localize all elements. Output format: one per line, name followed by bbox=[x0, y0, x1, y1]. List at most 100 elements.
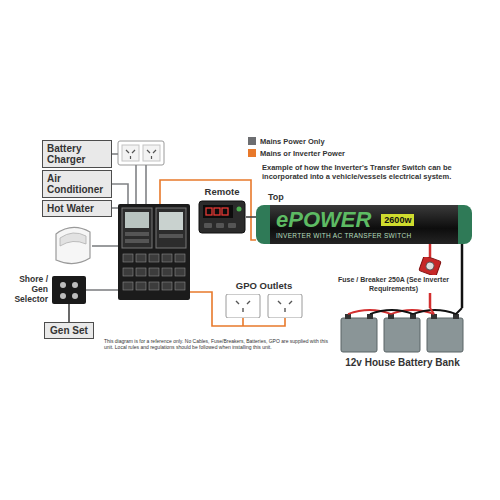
mains-only-wire-part bbox=[136, 165, 146, 204]
breaker-label: Fuse / Breaker 250A (See Inverter Requir… bbox=[335, 275, 452, 293]
remote-display-part-part bbox=[237, 207, 242, 212]
battery-bank-part-part-part bbox=[410, 314, 416, 319]
switch-panel-part-part bbox=[162, 254, 172, 262]
power-outlets-part bbox=[222, 294, 306, 318]
shore-inlet-part bbox=[56, 227, 90, 263]
node-gpo: GPO Outlets bbox=[222, 294, 306, 318]
switch-panel-part-part bbox=[175, 268, 185, 276]
switch-panel-part-part bbox=[136, 268, 146, 276]
mains-only-wire-part bbox=[92, 245, 118, 247]
selector-switch-part-part bbox=[52, 276, 86, 304]
battery-bank-part-part-part bbox=[388, 314, 394, 319]
remote-display-part-part bbox=[228, 223, 236, 228]
battery-bank-part-part-part bbox=[345, 314, 351, 319]
switch-panel-part-part bbox=[162, 268, 172, 276]
selector-switch-part-part bbox=[60, 293, 66, 299]
breaker-symbol-part-part-part bbox=[419, 257, 441, 275]
node-fuse: Fuse / Breaker 250A (See Inverter Requir… bbox=[335, 257, 452, 293]
outlets-heading: GPO Outlets bbox=[202, 280, 326, 291]
remote-display-part-part bbox=[214, 208, 220, 215]
power-rating-badge: 2600w bbox=[381, 214, 414, 226]
selector-heading: Shore / Gen Selector bbox=[2, 274, 48, 304]
battery-label: 12v House Battery Bank bbox=[335, 354, 470, 369]
switch-panel-part-part bbox=[136, 254, 146, 262]
equipment-box: Hot Water bbox=[42, 200, 112, 217]
box-label: Gen Set bbox=[49, 325, 89, 336]
selector-switch-part-part bbox=[72, 293, 78, 299]
power-outlets-part-part bbox=[226, 294, 260, 318]
remote-display-part-part bbox=[222, 208, 228, 215]
mains-only-wire-part bbox=[112, 207, 118, 209]
mains-only-wire-part bbox=[112, 153, 118, 155]
breaker-symbol-part bbox=[335, 257, 452, 275]
battery-bank-part-part bbox=[345, 314, 459, 319]
remote-display-part bbox=[198, 200, 246, 234]
power-outlets-part-part bbox=[268, 294, 302, 318]
legend-text: Mains or Inverter Power bbox=[260, 149, 345, 158]
box-label: Battery Charger bbox=[47, 143, 107, 165]
power-outlets bbox=[222, 294, 306, 318]
switch-panel-part bbox=[125, 212, 149, 228]
switch-panel-part bbox=[159, 234, 183, 238]
node-battery: 12v House Battery Bank bbox=[335, 308, 470, 369]
selector-switch-part-part bbox=[60, 282, 66, 288]
charger-outlet bbox=[118, 141, 164, 165]
battery-bank-part bbox=[335, 308, 470, 354]
view-label: Top bbox=[268, 192, 284, 203]
switch-panel-part-part bbox=[149, 282, 159, 290]
switch-panel-part-part bbox=[136, 282, 146, 290]
switch-panel-part bbox=[159, 212, 183, 230]
equipment-box: Battery Charger bbox=[42, 140, 112, 168]
legend-entry: Mains Power Only bbox=[248, 137, 325, 147]
mains-only-wire-part bbox=[112, 184, 128, 204]
remote-display-part-part bbox=[204, 223, 212, 228]
battery-bank-part-part bbox=[430, 308, 434, 314]
remote-display-part-part bbox=[216, 223, 224, 228]
remote-display-part-part bbox=[199, 201, 245, 233]
remote-display-part-part bbox=[203, 205, 233, 218]
battery-bank-part-part-part bbox=[453, 314, 459, 319]
switch-panel-part-part bbox=[123, 282, 133, 290]
mains-only-wire-part bbox=[86, 289, 118, 291]
legend-swatch bbox=[248, 137, 256, 145]
battery-bank bbox=[335, 308, 470, 354]
battery-bank-part-part-part bbox=[384, 318, 420, 352]
breaker-symbol-part-part bbox=[419, 257, 441, 275]
charger-outlet-part bbox=[126, 150, 156, 159]
inverter-body: ePOWER 2600wINVERTER WITH AC TRANSFER SWI… bbox=[256, 205, 472, 244]
legend-swatch bbox=[248, 149, 256, 157]
switch-panel-part bbox=[118, 204, 190, 300]
product-subtitle: INVERTER WITH AC TRANSFER SWITCH bbox=[276, 232, 452, 240]
node-remote: Remote bbox=[198, 200, 246, 234]
wire-connector bbox=[68, 304, 70, 322]
battery-bank-part-part-part bbox=[367, 314, 373, 319]
remote-heading: Remote bbox=[178, 186, 266, 197]
selector-switch-part bbox=[52, 276, 86, 304]
switch-panel-part bbox=[122, 208, 152, 248]
charger-outlet-part bbox=[118, 141, 164, 165]
legend-entry: Mains or Inverter Power bbox=[248, 149, 345, 159]
battery-bank-part-part-part bbox=[427, 318, 463, 352]
diagram-title: Example of how the Inverter's Transfer S… bbox=[262, 163, 494, 181]
brand-logo: ePOWER bbox=[276, 207, 371, 232]
switch-panel-part bbox=[125, 232, 149, 236]
wire-connector bbox=[461, 244, 464, 308]
equipment-box: Air Conditioner bbox=[42, 170, 112, 198]
switch-panel-part-part bbox=[149, 254, 159, 262]
switch-panel-part-part bbox=[175, 282, 185, 290]
equipment-box: Gen Set bbox=[44, 322, 94, 339]
battery-bank-part-part-part bbox=[431, 314, 437, 319]
box-label: Hot Water bbox=[47, 203, 107, 214]
switch-panel bbox=[118, 204, 190, 300]
switch-panel-part-part bbox=[149, 268, 159, 276]
battery-bank-part-part bbox=[456, 308, 462, 314]
node-selector: Shore / Gen Selector bbox=[52, 276, 86, 304]
selector-switch bbox=[52, 276, 86, 304]
switch-panel-part-part bbox=[162, 282, 172, 290]
switch-panel-part-part bbox=[123, 254, 133, 262]
selector-switch-part-part bbox=[72, 282, 78, 288]
shore-inlet bbox=[56, 227, 90, 263]
battery-bank-part-part-part bbox=[341, 318, 377, 352]
